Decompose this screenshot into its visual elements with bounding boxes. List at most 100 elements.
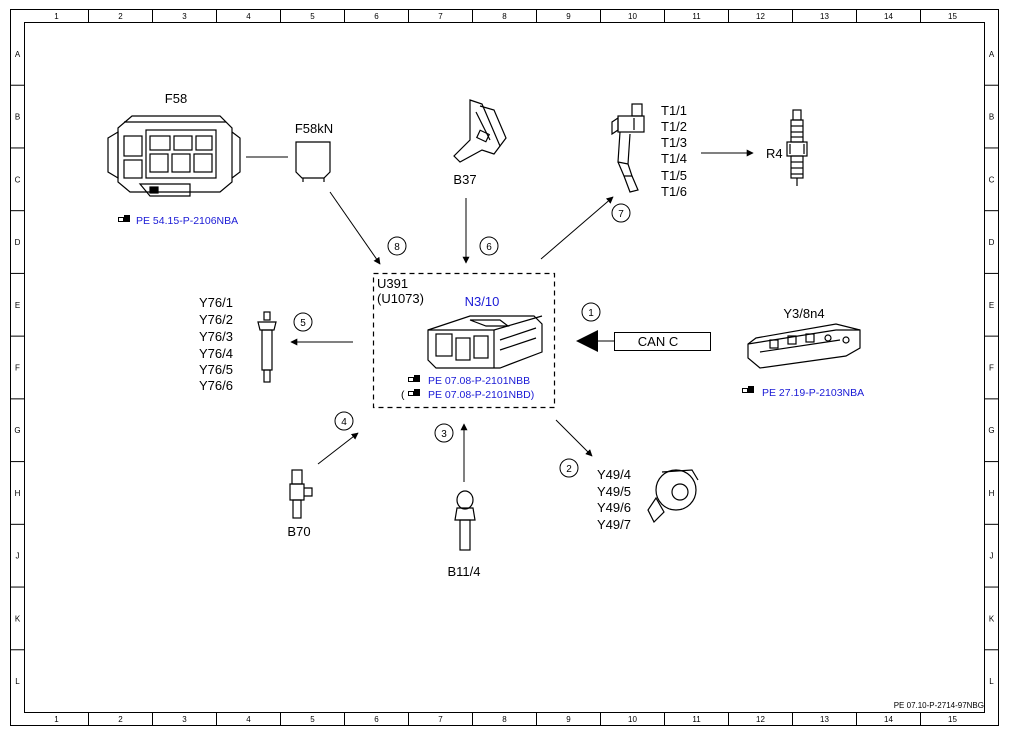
t1-label-4: T1/4 xyxy=(661,151,687,166)
r4-label: R4 xyxy=(766,146,783,161)
t1-label-1: T1/1 xyxy=(661,103,687,118)
column-label: 15 xyxy=(948,715,957,724)
column-label: 7 xyxy=(438,715,443,724)
row-label: F xyxy=(989,364,994,373)
step-markers: 1 2 3 4 5 6 7 8 xyxy=(293,203,631,478)
column-label: 4 xyxy=(246,12,251,21)
column-label: 9 xyxy=(566,715,571,724)
u1073-label: (U1073) xyxy=(377,291,424,306)
marker-8: 8 xyxy=(387,236,407,256)
t1-label-3: T1/3 xyxy=(661,135,687,150)
row-label: K xyxy=(15,614,21,623)
column-label: 12 xyxy=(756,715,765,724)
relay-icon xyxy=(295,141,331,182)
row-label: A xyxy=(989,50,995,59)
n3-10-reference-b: PE 07.08-P-2101NBD) xyxy=(428,389,534,401)
t1-label-6: T1/6 xyxy=(661,184,687,199)
y76-labels: Y76/1 Y76/2 Y76/3 Y76/4 Y76/5 Y76/6 xyxy=(199,295,233,393)
u391-label: U391 xyxy=(377,276,408,291)
column-ticks xyxy=(88,9,921,726)
y49-label-3: Y49/6 xyxy=(597,500,631,515)
row-label: D xyxy=(989,238,995,247)
y3-8n4-reference: PE 27.19-P-2103NBA xyxy=(762,387,864,399)
column-label: 1 xyxy=(54,12,59,21)
row-label: C xyxy=(989,175,995,184)
y76-label-2: Y76/2 xyxy=(199,312,233,327)
y49-label-2: Y49/5 xyxy=(597,484,631,499)
crank-sensor-icon xyxy=(289,469,313,519)
f58kn-label: F58kN xyxy=(295,121,333,136)
marker-2: 2 xyxy=(559,458,579,478)
row-label: C xyxy=(15,175,21,184)
marker-6: 6 xyxy=(479,236,499,256)
n3-10-reference-a: PE 07.08-P-2101NBB xyxy=(428,375,530,387)
n3-10-ecu-component: U391 (U1073) N3/10 PE 07.08-P-2101NBB ( … xyxy=(372,272,556,409)
control-unit-plate-icon xyxy=(747,323,861,369)
column-label: 5 xyxy=(310,715,315,724)
row-label: G xyxy=(988,426,994,435)
camshaft-solenoid-icon xyxy=(647,469,699,524)
svg-text:4: 4 xyxy=(341,417,347,428)
document-reference: PE 07.10-P-2714-97NBG xyxy=(894,701,984,710)
y76-label-1: Y76/1 xyxy=(199,295,233,310)
svg-text:7: 7 xyxy=(618,209,624,220)
column-label: 14 xyxy=(884,12,893,21)
y49-label-1: Y49/4 xyxy=(597,467,631,482)
temperature-sensor-icon xyxy=(454,490,476,551)
row-label: E xyxy=(989,301,994,310)
t1-label-5: T1/5 xyxy=(661,168,687,183)
y49-component: Y49/4 Y49/5 Y49/6 Y49/7 xyxy=(555,419,699,532)
column-label: 3 xyxy=(182,715,187,724)
column-label: 3 xyxy=(182,12,187,21)
marker-3: 3 xyxy=(434,423,454,443)
svg-text:8: 8 xyxy=(394,242,400,253)
b11-4-component: B11/4 xyxy=(447,423,481,579)
column-label: 5 xyxy=(310,12,315,21)
column-label: 14 xyxy=(884,715,893,724)
y76-component: Y76/1 Y76/2 Y76/3 Y76/4 Y76/5 Y76/6 xyxy=(199,295,353,393)
row-label: L xyxy=(15,677,20,686)
marker-1: 1 xyxy=(581,302,601,322)
column-label: 4 xyxy=(246,715,251,724)
r4-component: R4 xyxy=(766,109,808,186)
column-label: 15 xyxy=(948,12,957,21)
marker-4: 4 xyxy=(334,411,354,431)
column-label: 2 xyxy=(118,715,123,724)
column-label: 1 xyxy=(54,715,59,724)
row-label: H xyxy=(989,489,995,498)
f58-reference: PE 54.15-P-2106NBA xyxy=(136,215,238,227)
column-label: 6 xyxy=(374,12,379,21)
row-label: B xyxy=(989,113,994,122)
b70-component: B70 xyxy=(287,432,359,539)
b70-label: B70 xyxy=(287,524,310,539)
marker-5: 5 xyxy=(293,312,313,332)
y3-8n4-label: Y3/8n4 xyxy=(783,306,824,321)
ecu-icon xyxy=(427,315,543,369)
b37-component: B37 xyxy=(453,99,507,187)
row-ticks xyxy=(10,84,999,651)
column-label: 11 xyxy=(692,12,701,21)
column-label: 11 xyxy=(692,715,701,724)
row-label: F xyxy=(15,364,20,373)
t1-label-2: T1/2 xyxy=(661,119,687,134)
column-label: 12 xyxy=(756,12,765,21)
row-label: L xyxy=(989,677,994,686)
can-c-label: CAN C xyxy=(638,334,678,349)
b37-label: B37 xyxy=(453,172,476,187)
svg-text:5: 5 xyxy=(300,318,306,329)
column-label: 10 xyxy=(628,715,637,724)
svg-text:3: 3 xyxy=(441,429,447,440)
y76-label-4: Y76/4 xyxy=(199,346,233,361)
signal-arrows xyxy=(329,191,614,265)
marker-7: 7 xyxy=(611,203,631,223)
fuse-box-icon xyxy=(107,115,241,197)
injector-icon xyxy=(257,311,277,383)
column-label: 6 xyxy=(374,715,379,724)
pedal-sensor-icon xyxy=(453,99,507,163)
column-label: 9 xyxy=(566,12,571,21)
y49-labels: Y49/4 Y49/5 Y49/6 Y49/7 xyxy=(597,467,631,532)
t1-labels: T1/1 T1/2 T1/3 T1/4 T1/5 T1/6 xyxy=(661,103,687,199)
column-label: 7 xyxy=(438,12,443,21)
row-label: H xyxy=(15,489,21,498)
